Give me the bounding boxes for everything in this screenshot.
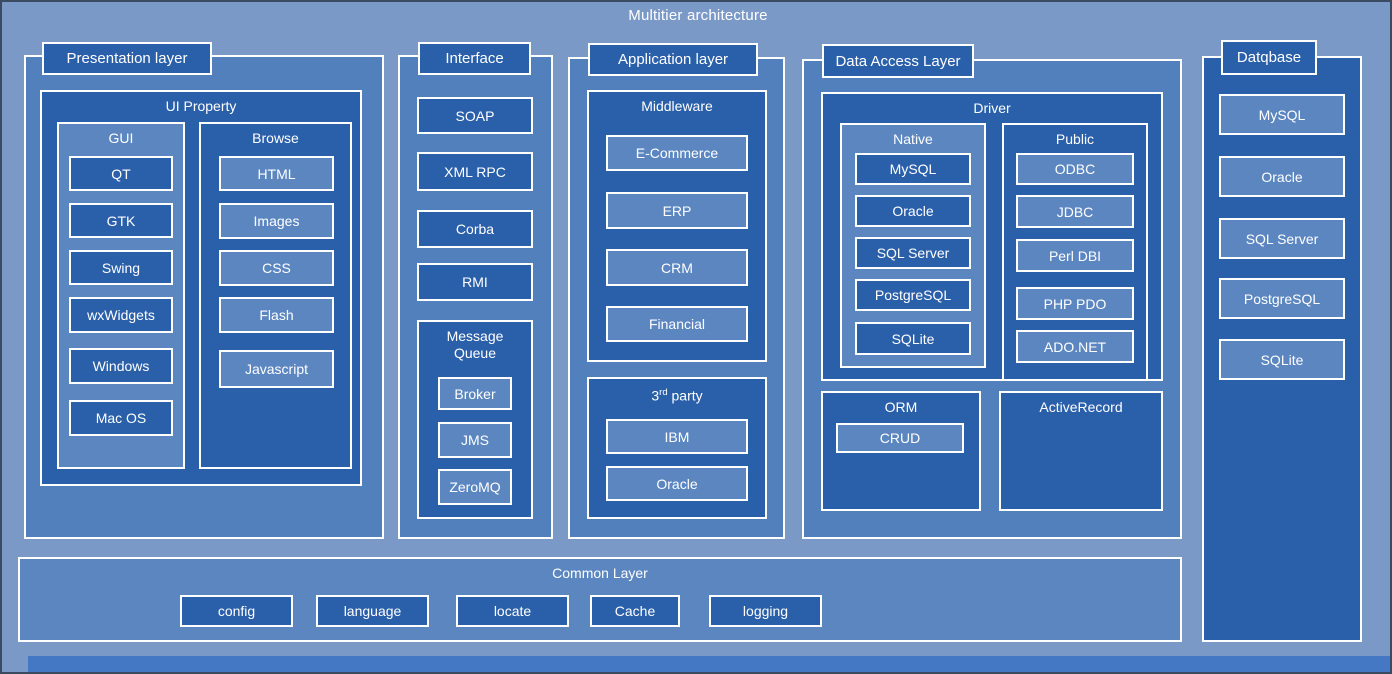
common-layer-title: Common Layer xyxy=(552,565,648,581)
message-queue-item-jms[interactable]: JMS xyxy=(438,422,512,458)
database-item-postgresql[interactable]: PostgreSQL xyxy=(1219,278,1345,319)
bottom-accent-band xyxy=(28,656,1390,672)
third-party-title-prefix: 3 xyxy=(651,387,660,404)
active-record-title: ActiveRecord xyxy=(1039,399,1123,415)
browse-title: Browse xyxy=(252,130,299,146)
driver-title: Driver xyxy=(973,100,1011,116)
browse-item-images[interactable]: Images xyxy=(219,203,334,239)
gui-item-swing[interactable]: Swing xyxy=(69,250,173,285)
public-item-ado-net[interactable]: ADO.NET xyxy=(1016,330,1134,363)
database-item-oracle[interactable]: Oracle xyxy=(1219,156,1345,197)
ui-property-title: UI Property xyxy=(165,98,237,114)
gui-item-wxwidgets[interactable]: wxWidgets xyxy=(69,297,173,333)
presentation-layer-caption: Presentation layer xyxy=(42,42,212,75)
data-access-layer-caption: Data Access Layer xyxy=(822,44,974,78)
gui-title: GUI xyxy=(108,130,134,146)
message-queue-title: Message Queue xyxy=(419,328,531,362)
public-item-odbc[interactable]: ODBC xyxy=(1016,153,1134,185)
orm-title: ORM xyxy=(884,399,918,415)
active-record-group: ActiveRecord xyxy=(999,391,1163,511)
middleware-item-e-commerce[interactable]: E-Commerce xyxy=(606,135,748,171)
third-party-title-sup: rd xyxy=(659,387,668,398)
gui-item-qt[interactable]: QT xyxy=(69,156,173,191)
middleware-item-crm[interactable]: CRM xyxy=(606,249,748,286)
message-queue-title-line2: Queue xyxy=(453,345,497,361)
browse-item-html[interactable]: HTML xyxy=(219,156,334,191)
middleware-item-erp[interactable]: ERP xyxy=(606,192,748,229)
third-party-item-ibm[interactable]: IBM xyxy=(606,419,748,454)
third-party-title-suffix: party xyxy=(667,387,703,404)
interface-item-xml-rpc[interactable]: XML RPC xyxy=(417,152,533,191)
native-title: Native xyxy=(893,131,933,147)
database-item-mysql[interactable]: MySQL xyxy=(1219,94,1345,135)
public-title: Public xyxy=(1055,131,1095,147)
database-layer-caption: Datqbase xyxy=(1221,40,1317,75)
interface-item-soap[interactable]: SOAP xyxy=(417,97,533,134)
application-layer-caption: Application layer xyxy=(588,43,758,76)
third-party-title: 3rd party xyxy=(589,385,765,404)
common-item-language[interactable]: language xyxy=(316,595,429,627)
public-item-jdbc[interactable]: JDBC xyxy=(1016,195,1134,228)
gui-item-macos[interactable]: Mac OS xyxy=(69,400,173,436)
message-queue-item-zeromq[interactable]: ZeroMQ xyxy=(438,469,512,505)
native-item-postgresql[interactable]: PostgreSQL xyxy=(855,279,971,311)
browse-item-css[interactable]: CSS xyxy=(219,250,334,286)
native-item-sqlite[interactable]: SQLite xyxy=(855,322,971,355)
message-queue-title-line1: Message xyxy=(446,328,504,344)
native-item-sql-server[interactable]: SQL Server xyxy=(855,237,971,269)
public-item-perl-dbi[interactable]: Perl DBI xyxy=(1016,239,1134,272)
native-item-mysql[interactable]: MySQL xyxy=(855,153,971,185)
database-item-sqlite[interactable]: SQLite xyxy=(1219,339,1345,380)
common-item-locate[interactable]: locate xyxy=(456,595,569,627)
common-item-logging[interactable]: logging xyxy=(709,595,822,627)
diagram-title: Multitier architecture xyxy=(628,7,768,24)
orm-item-crud[interactable]: CRUD xyxy=(836,423,964,453)
browse-item-javascript[interactable]: Javascript xyxy=(219,350,334,388)
interface-item-corba[interactable]: Corba xyxy=(417,210,533,248)
native-item-oracle[interactable]: Oracle xyxy=(855,195,971,227)
database-item-sql-server[interactable]: SQL Server xyxy=(1219,218,1345,259)
middleware-item-financial[interactable]: Financial xyxy=(606,306,748,342)
message-queue-item-broker[interactable]: Broker xyxy=(438,377,512,410)
gui-item-windows[interactable]: Windows xyxy=(69,348,173,384)
common-item-config[interactable]: config xyxy=(180,595,293,627)
middleware-title: Middleware xyxy=(641,98,713,114)
third-party-item-oracle[interactable]: Oracle xyxy=(606,466,748,501)
browse-item-flash[interactable]: Flash xyxy=(219,297,334,333)
public-item-php-pdo[interactable]: PHP PDO xyxy=(1016,287,1134,320)
interface-layer-caption: Interface xyxy=(418,42,531,75)
common-item-cache[interactable]: Cache xyxy=(590,595,680,627)
gui-item-gtk[interactable]: GTK xyxy=(69,203,173,238)
interface-item-rmi[interactable]: RMI xyxy=(417,263,533,301)
